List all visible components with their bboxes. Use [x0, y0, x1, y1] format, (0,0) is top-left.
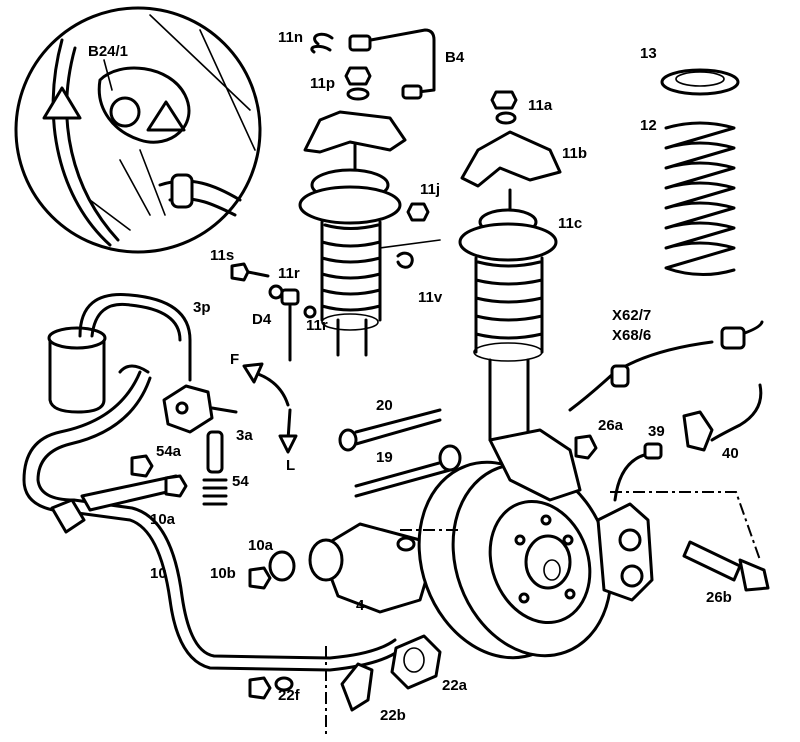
- brake-caliper: [596, 502, 654, 602]
- label-20: 20: [376, 397, 393, 414]
- label-l: L: [286, 457, 295, 474]
- label-3a: 3a: [236, 427, 253, 444]
- label-x62-7: X62/7: [612, 307, 651, 324]
- label-39: 39: [648, 423, 665, 440]
- label-10a-top: 10a: [150, 511, 176, 528]
- label-13: 13: [640, 45, 657, 62]
- nut-11a: 11a: [490, 90, 553, 125]
- label-11v: 11v: [418, 289, 443, 306]
- label-22f: 22f: [278, 687, 301, 704]
- reservoir: 3p: [47, 293, 211, 414]
- label-26b: 26b: [706, 589, 732, 606]
- stabilizer-bar: 10a 10: [22, 370, 402, 672]
- label-11n: 11n: [278, 29, 303, 46]
- strut-right: 11c: [458, 188, 582, 442]
- label-11p: 11p: [310, 75, 335, 92]
- coil-spring: 13 12: [640, 45, 740, 277]
- sensor-40: 40: [682, 383, 763, 462]
- bolt-19: 19: [354, 444, 462, 498]
- label-11j: 11j: [420, 181, 440, 198]
- steering-knuckle: [488, 428, 582, 502]
- label-54a: 54a: [156, 443, 182, 460]
- reference-lines: [325, 491, 761, 738]
- valve-block: 3a 54a 54: [130, 384, 253, 506]
- level-sensor-b4: 11n B4: [278, 28, 465, 100]
- label-22b: 22b: [380, 707, 406, 724]
- label-26a: 26a: [598, 417, 624, 434]
- label-x68-6: X68/6: [612, 327, 651, 344]
- bracket-11b: [460, 130, 562, 188]
- label-22a: 22a: [442, 677, 468, 694]
- part-26a-39: 26a 39: [574, 417, 665, 502]
- label-11c: 11c: [558, 215, 582, 232]
- label-4: 4: [356, 597, 365, 614]
- label-d4: D4: [252, 311, 272, 328]
- label-11r-top: 11r: [278, 265, 300, 282]
- label-10: 10: [150, 565, 167, 582]
- label-11a: 11a: [528, 97, 553, 114]
- label-11r-bottom: 11r: [306, 317, 328, 334]
- label-10a-mid: 10a: [248, 537, 274, 554]
- label-54: 54: [232, 473, 249, 490]
- mount-22: 22f 22a 22b: [248, 634, 468, 724]
- sensor-26b: 26b: [682, 540, 770, 606]
- label-b24-1: B24/1: [88, 43, 128, 60]
- label-f: F: [230, 351, 239, 368]
- label-40: 40: [722, 445, 739, 462]
- upper-strut-bracket: [303, 110, 407, 154]
- bolt-20: 20: [338, 397, 442, 452]
- label-12: 12: [640, 117, 657, 134]
- wear-sensor-cable: X62/7 X68/6: [568, 307, 764, 412]
- detail-inset: B24/1: [14, 6, 262, 254]
- strut-left: 11j: [298, 143, 440, 357]
- label-11s: 11s: [210, 247, 234, 264]
- lower-control-arm: 10a 10b 4: [210, 522, 434, 614]
- brake-disc: [417, 460, 613, 660]
- label-19: 19: [376, 449, 393, 466]
- label-b4: B4: [445, 49, 465, 66]
- bolt-11s: 11s 11r 11r 11v D4: [210, 239, 443, 362]
- label-10b: 10b: [210, 565, 236, 582]
- nut-11p: 11p: [310, 66, 372, 101]
- label-11b: 11b: [562, 145, 587, 162]
- direction-arrows: F L: [230, 351, 298, 474]
- label-3p: 3p: [193, 299, 211, 316]
